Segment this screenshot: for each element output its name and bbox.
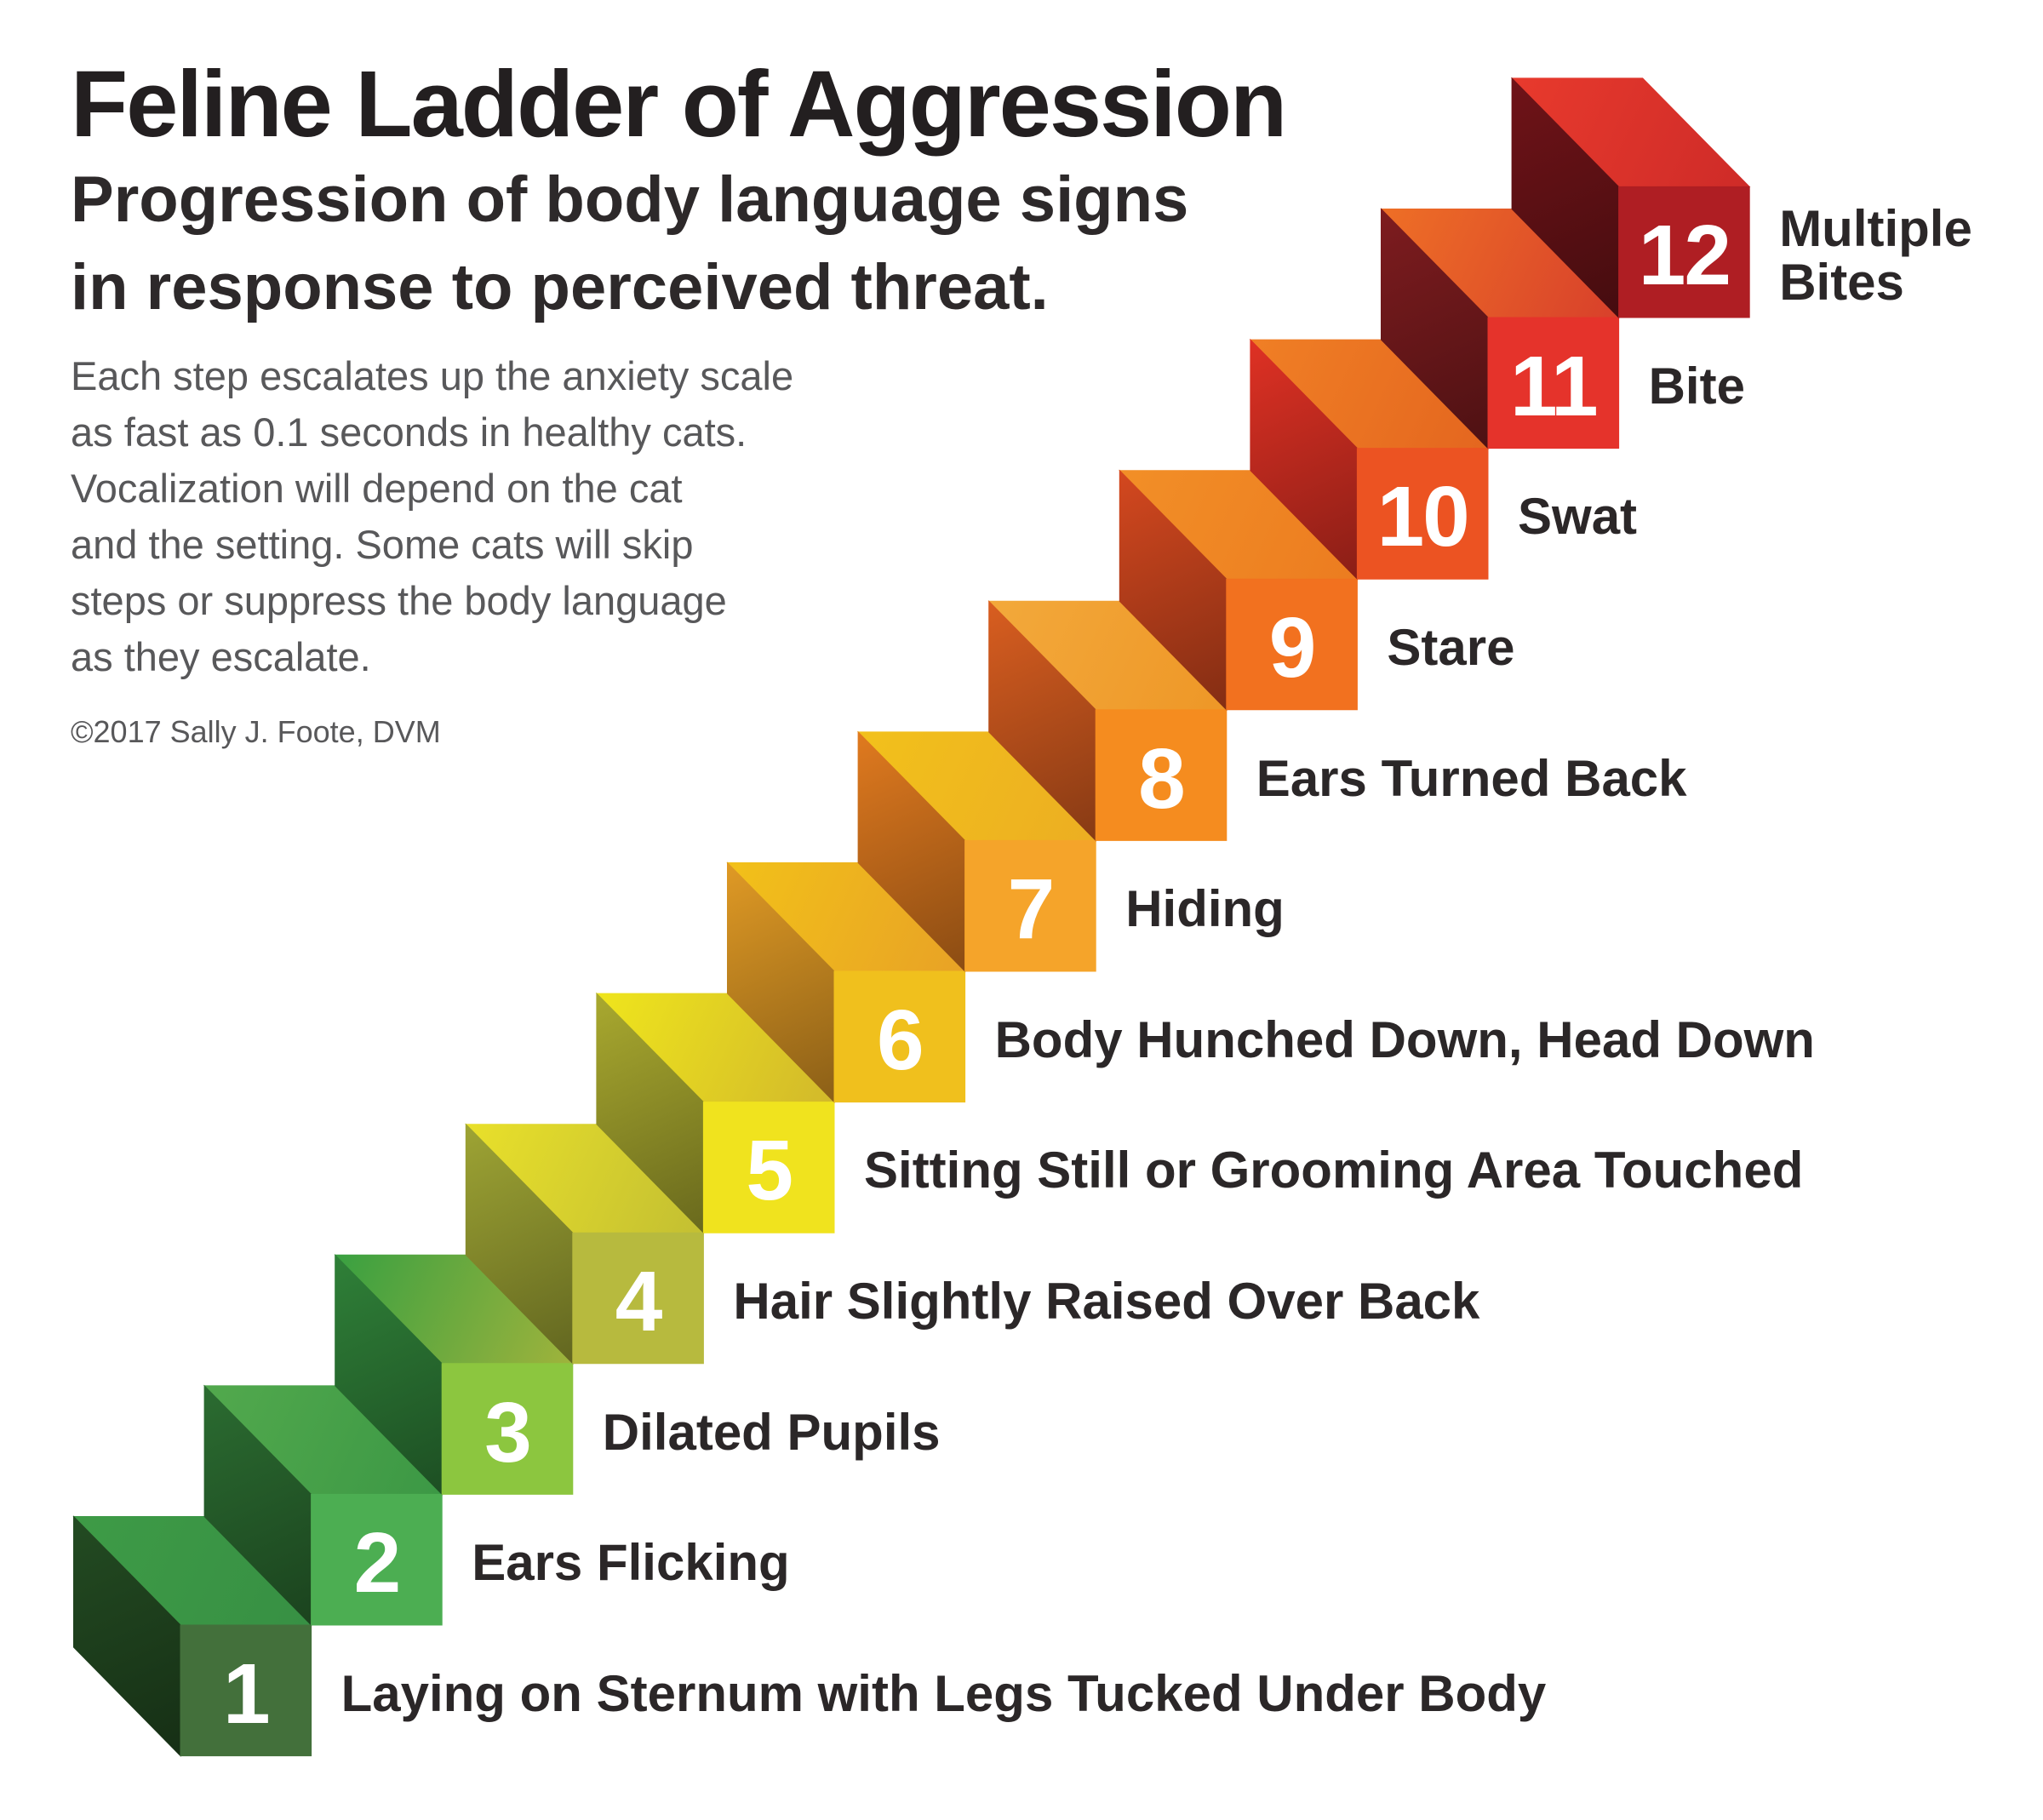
step-number: 7 xyxy=(1007,861,1056,958)
step-number: 5 xyxy=(746,1123,793,1219)
cube-front-face xyxy=(441,1363,574,1495)
step-number: 1 xyxy=(222,1645,271,1742)
step-label: Laying on Sternum with Legs Tucked Under… xyxy=(340,1664,1547,1722)
step-label: Multiple Bites xyxy=(1779,199,1972,311)
step-label: Bite xyxy=(1648,357,1745,415)
step-number: 12 xyxy=(1638,208,1731,304)
step-label: Sitting Still or Grooming Area Touched xyxy=(864,1142,1804,1199)
cube-front-face xyxy=(702,1102,835,1233)
step-label: Body Hunched Down, Head Down xyxy=(994,1010,1815,1068)
step-label: Swat xyxy=(1518,488,1638,546)
step-number: 2 xyxy=(353,1515,402,1611)
cube-front-face xyxy=(1487,317,1620,449)
cube-front-face xyxy=(1226,578,1358,711)
page-title: Feline Ladder of Aggression xyxy=(71,52,1287,157)
cube-front-face xyxy=(833,970,966,1103)
cube-front-face xyxy=(1356,448,1489,580)
step-number: 8 xyxy=(1138,730,1186,827)
step-number: 9 xyxy=(1268,599,1317,695)
page-description: Each step escalates up the anxiety scale… xyxy=(71,353,794,679)
step-label: Hiding xyxy=(1125,880,1285,938)
step-number: 4 xyxy=(615,1253,663,1349)
step-number: 10 xyxy=(1376,469,1470,565)
step-label: Ears Turned Back xyxy=(1256,749,1687,807)
cube-front-face xyxy=(180,1624,312,1757)
cube-front-face xyxy=(964,839,1096,972)
cube-front-face xyxy=(572,1232,704,1365)
cube-front-face xyxy=(1618,186,1750,318)
step-label: Hair Slightly Raised Over Back xyxy=(733,1272,1480,1330)
step-label: Ears Flicking xyxy=(472,1534,790,1592)
page-subtitle: Progression of body language signs in re… xyxy=(71,163,1189,323)
step-number: 11 xyxy=(1509,338,1599,434)
copyright-text: ©2017 Sally J. Foote, DVM xyxy=(71,714,441,749)
cube-front-face xyxy=(1095,709,1228,841)
cube-front-face xyxy=(311,1493,443,1626)
step-number: 6 xyxy=(876,992,924,1088)
step-number: 3 xyxy=(484,1384,532,1480)
step-label: Stare xyxy=(1387,618,1515,676)
step-label: Dilated Pupils xyxy=(602,1403,941,1461)
